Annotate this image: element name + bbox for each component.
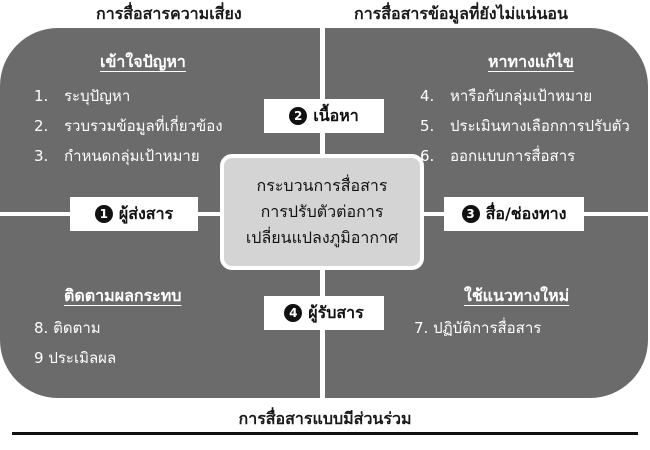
element-label: ผู้รับสาร <box>308 302 364 322</box>
item-number: 1. <box>34 87 49 105</box>
center-line-3: เปลี่ยนแปลงภูมิอากาศ <box>245 228 399 247</box>
center-line-1: กระบวนการสื่อสาร <box>256 176 388 195</box>
number-badge: 4 <box>284 304 303 322</box>
element-label: ผู้ส่งสาร <box>118 203 174 223</box>
list-item: 1. ระบุปัญหา <box>34 84 130 108</box>
item-text: กำหนดกลุ่มเป้าหมาย <box>64 147 200 165</box>
list-item: 4. หารือกับกลุ่มเป้าหมาย <box>420 84 592 108</box>
center-line-2: การปรับตัวต่อการ <box>260 202 384 221</box>
number-badge: 1 <box>94 205 113 223</box>
item-number: 3. <box>34 147 49 165</box>
item-text: ติดตาม <box>53 319 101 337</box>
label-risk-communication: การสื่อสารความเสี่ยง <box>96 4 242 23</box>
item-text: รวบรวมข้อมูลที่เกี่ยวข้อง <box>64 117 223 135</box>
list-item: 5. ประเมินทางเลือกการปรับตัว <box>420 114 630 138</box>
quadrant-title-find-solution: หาทางแก้ไข <box>488 52 574 71</box>
list-item: 8. ติดตาม <box>34 316 101 340</box>
item-number: 8. <box>34 319 49 337</box>
quadrant-title-new-approach: ใช้แนวทางใหม่ <box>464 286 570 305</box>
list-item: 7. ปฏิบัติการสื่อสาร <box>414 316 541 340</box>
item-text: ประเมินทางเลือกการปรับตัว <box>450 117 630 135</box>
bottom-rule <box>12 432 638 435</box>
item-number: 7. <box>414 319 429 337</box>
list-item: 3. กำหนดกลุ่มเป้าหมาย <box>34 144 200 168</box>
label-uncertainty-communication: การสื่อสารข้อมูลที่ยังไม่แน่นอน <box>354 4 568 23</box>
element-channel: 3 สื่อ/ช่องทาง <box>444 197 584 231</box>
element-sender: 1 ผู้ส่งสาร <box>70 197 198 231</box>
item-number: 5. <box>420 117 435 135</box>
item-text: หารือกับกลุ่มเป้าหมาย <box>450 87 593 105</box>
number-badge: 3 <box>461 205 480 223</box>
label-participatory-communication: การสื่อสารแบบมีส่วนร่วม <box>238 409 412 428</box>
center-process-box: กระบวนการสื่อสาร การปรับตัวต่อการ เปลี่ย… <box>220 154 424 270</box>
item-text: ประเมิลผล <box>48 349 117 367</box>
item-number: 2. <box>34 117 49 135</box>
element-content: 2 เนื้อหา <box>264 99 384 133</box>
item-number: 9 <box>34 349 44 367</box>
quadrant-title-track-impact: ติดตามผลกระทบ <box>64 286 182 305</box>
item-text: ออกแบบการสื่อสาร <box>450 147 576 165</box>
element-label: เนื้อหา <box>313 105 359 125</box>
quadrant-title-understand-problem: เข้าใจปัญหา <box>100 52 186 71</box>
item-text: ปฏิบัติการสื่อสาร <box>433 319 542 337</box>
item-number: 6. <box>420 147 435 165</box>
number-badge: 2 <box>289 107 308 125</box>
element-receiver: 4 ผู้รับสาร <box>264 296 384 330</box>
list-item: 6. ออกแบบการสื่อสาร <box>420 144 575 168</box>
item-text: ระบุปัญหา <box>64 87 131 105</box>
list-item: 2. รวบรวมข้อมูลที่เกี่ยวข้อง <box>34 114 223 138</box>
item-number: 4. <box>420 87 435 105</box>
list-item: 9 ประเมิลผล <box>34 346 116 370</box>
element-label: สื่อ/ช่องทาง <box>485 203 567 223</box>
